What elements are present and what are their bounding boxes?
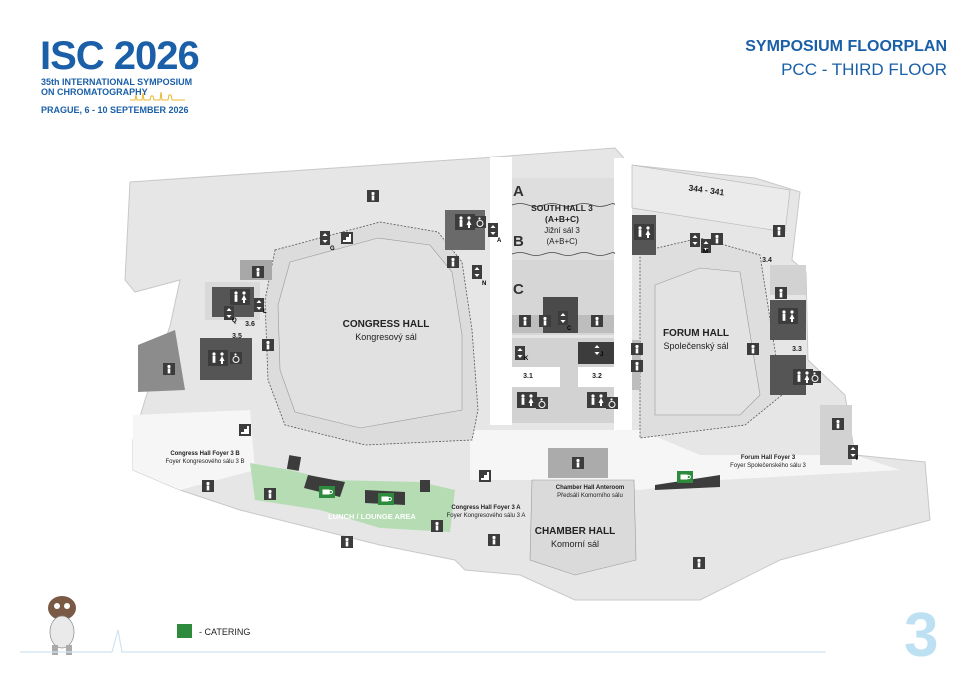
room-3-3: 3.3 [792, 346, 802, 353]
catering-legend-swatch [177, 624, 192, 638]
marker-j: J [600, 352, 603, 358]
marker-g: G [330, 246, 335, 252]
congress-hall-sub: Kongresový sál [355, 332, 417, 342]
south-hall-sub-2: (A+B+C) [546, 237, 577, 246]
forum-hall-sub: Společenský sál [663, 341, 728, 351]
prague-skyline-icon [130, 91, 185, 101]
marker-k: K [524, 356, 529, 362]
baseline-graph [20, 629, 826, 653]
congress-foyer-3a-label: Congress Hall Foyer 3 A [451, 505, 521, 511]
chamber-anteroom-sub: Předsálí Komorního sálu [557, 493, 623, 499]
room-3-5: 3.5 [232, 333, 242, 340]
logo-line-2: ON CHROMATOGRAPHY [41, 87, 148, 97]
room-344-341: 344 - 341 [688, 183, 725, 198]
page-number: 3 [904, 601, 939, 670]
chamber-anteroom-label: Chamber Hall Anteroom [556, 485, 624, 491]
room-3-1: 3.1 [523, 373, 533, 380]
forum-hall-label: FORUM HALL [663, 328, 729, 339]
forum-foyer-label: Forum Hall Foyer 3 [741, 455, 796, 461]
room-3-4: 3.4 [762, 257, 772, 264]
marker-i: I [856, 456, 858, 462]
logo-date: PRAGUE, 6 - 10 SEPTEMBER 2026 [41, 105, 189, 115]
forum-foyer-sub: Foyer Společenského sálu 3 [730, 463, 806, 469]
chamber-hall-label: CHAMBER HALL [535, 526, 616, 537]
marker-c: C [567, 326, 572, 332]
logo-subtitle: 35th INTERNATIONAL SYMPOSIUM ON CHROMATO… [41, 77, 201, 97]
logo-line-1: 35th INTERNATIONAL SYMPOSIUM [41, 77, 193, 87]
page-title: SYMPOSIUM FLOORPLAN [745, 38, 947, 55]
marker-l: L [263, 309, 267, 315]
logo-title: ISC 2026 [40, 34, 200, 78]
room-3-6: 3.6 [245, 321, 255, 328]
marker-a: A [497, 238, 502, 244]
congress-hall-label: CONGRESS HALL [343, 319, 430, 330]
south-hall-label-2: (A+B+C) [545, 214, 579, 224]
section-letter-a: A [513, 183, 524, 200]
congress-foyer-3a-sub: Foyer Kongresového sálu 3 A [447, 513, 526, 519]
catering-legend-label: - CATERING [199, 627, 251, 637]
marker-q: Q [232, 318, 237, 324]
page-subtitle: PCC - THIRD FLOOR [781, 60, 947, 79]
mascot-icon [48, 596, 76, 655]
congress-foyer-3b-label: Congress Hall Foyer 3 B [170, 451, 240, 457]
chamber-hall-sub: Komorní sál [551, 539, 599, 549]
section-letter-c: C [513, 281, 524, 298]
section-letter-b: B [513, 233, 524, 250]
congress-foyer-3b-sub: Foyer Kongresového sálu 3 B [165, 459, 244, 465]
south-hall-label-1: SOUTH HALL 3 [531, 203, 593, 213]
marker-n: N [482, 281, 486, 287]
room-3-2: 3.2 [592, 373, 602, 380]
marker-m: M [703, 249, 708, 255]
lounge-area-label: LUNCH / LOUNGE AREA [328, 512, 416, 521]
south-hall-sub-1: Jižní sál 3 [544, 226, 580, 235]
